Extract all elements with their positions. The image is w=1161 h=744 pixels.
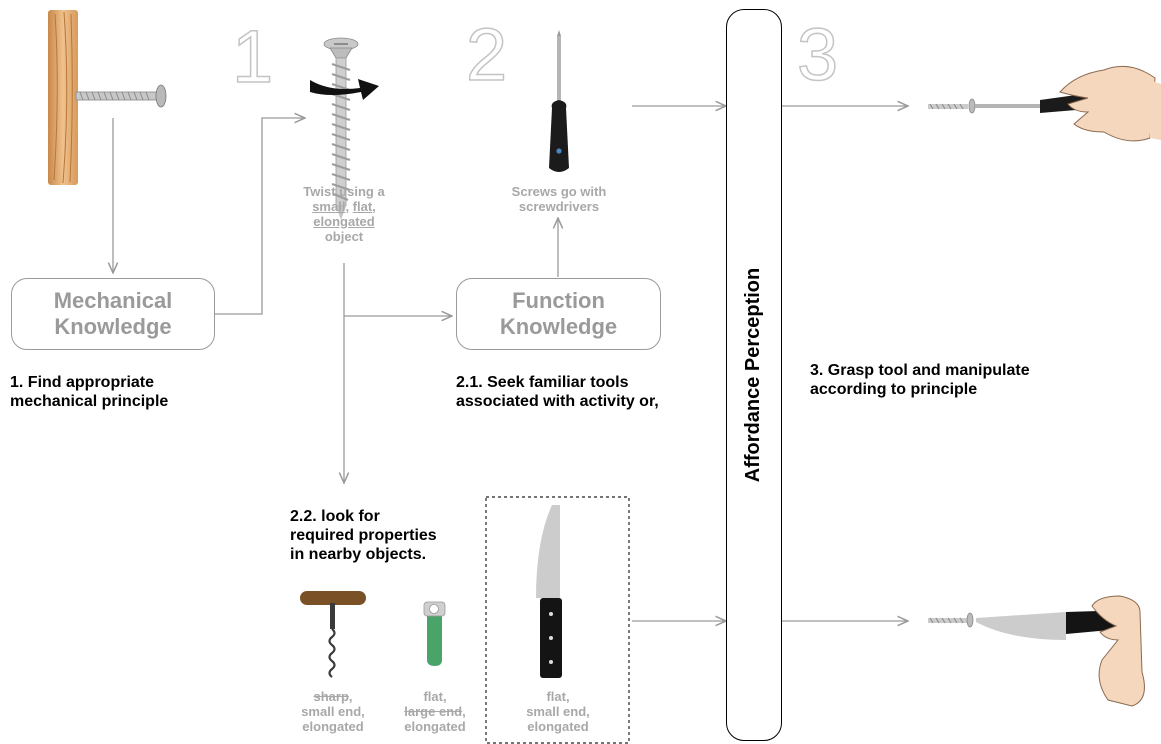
step-number-1: 1 bbox=[231, 15, 274, 98]
affordance-perception-label: Affordance Perception bbox=[742, 267, 764, 483]
step-number-2: 2 bbox=[465, 13, 508, 96]
corkscrew-icon bbox=[300, 591, 366, 678]
hand-screwdriver-icon bbox=[928, 65, 1161, 142]
connector-lines bbox=[113, 106, 908, 621]
corkscrew-caption: sharp, small end,elongated bbox=[301, 689, 365, 734]
mechanical-knowledge-box: Mechanical Knowledge bbox=[11, 278, 215, 350]
affordance-perception-bar bbox=[726, 9, 782, 741]
opener-caption: flat, large end, elongated bbox=[404, 689, 466, 734]
knife-icon bbox=[536, 505, 562, 678]
rotate-arrow-icon bbox=[310, 79, 379, 100]
knife-selection-frame bbox=[485, 496, 630, 744]
screwdriver-icon bbox=[549, 30, 569, 172]
bottle-opener-icon bbox=[423, 601, 446, 666]
function-box-line-1: Function bbox=[512, 288, 605, 313]
screw-twist-icon bbox=[323, 37, 359, 220]
twist-caption: Twist using a small, flat, elongated obj… bbox=[303, 184, 385, 244]
knife-caption: flat,small end,elongated bbox=[526, 689, 590, 734]
mechanical-box-line-2: Knowledge bbox=[54, 314, 172, 339]
step-number-3: 3 bbox=[796, 13, 839, 96]
mechanical-box-line-1: Mechanical bbox=[53, 288, 173, 313]
hand-knife-icon bbox=[928, 595, 1145, 707]
function-box-line-2: Knowledge bbox=[499, 314, 618, 339]
function-knowledge-box: Function Knowledge bbox=[456, 278, 661, 350]
wood-plank-screw-icon bbox=[48, 10, 167, 185]
arrow-mechanical-to-screw bbox=[215, 118, 305, 315]
